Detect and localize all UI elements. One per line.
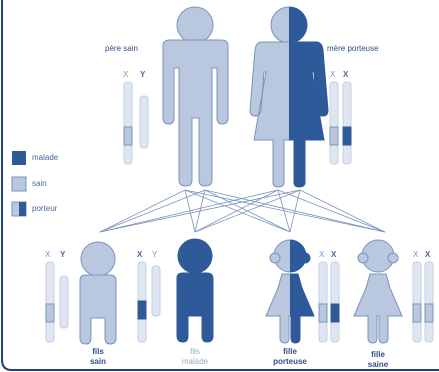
caption-daughter-healthy: fille saine (348, 350, 408, 370)
daughter-carrier-x1-letter: X (319, 250, 324, 259)
caption-son-healthy-line1: fils (68, 347, 128, 357)
daughter-healthy-x2-letter: X (425, 250, 430, 259)
daughter-healthy-x1-letter: X (413, 250, 418, 259)
legend-label-sain: sain (32, 179, 47, 188)
son-affected-chromosomes (138, 262, 160, 342)
mother-figure (250, 7, 328, 187)
legend-swatch-sain (12, 177, 26, 191)
mother-chromosomes (330, 82, 351, 164)
caption-son-affected-line2: malade (165, 357, 225, 367)
son-affected-figure (177, 239, 213, 342)
son-healthy-chromosomes (46, 262, 68, 342)
caption-son-healthy-line2: sain (68, 357, 128, 367)
caption-son-healthy: fils sain (68, 347, 128, 367)
mother-label: mère porteuse (327, 44, 379, 53)
caption-daughter-healthy-line2: saine (348, 360, 408, 370)
legend-label-malade: malade (32, 153, 58, 162)
father-label: père sain (105, 44, 138, 53)
inheritance-lines (100, 190, 385, 232)
caption-daughter-carrier-line1: fille (260, 347, 320, 357)
son-healthy-y-letter: Y (60, 250, 65, 259)
daughter-carrier-chromosomes (319, 262, 339, 342)
caption-daughter-healthy-line1: fille (348, 350, 408, 360)
son-healthy-figure (80, 242, 116, 344)
caption-daughter-carrier: fille porteuse (260, 347, 320, 367)
daughter-healthy-figure (354, 240, 402, 343)
father-chromosomes (124, 82, 148, 164)
daughter-healthy-chromosomes (413, 262, 433, 342)
caption-daughter-carrier-line2: porteuse (260, 357, 320, 367)
legend-label-porteur: porteur (32, 204, 57, 213)
daughter-carrier-figure (266, 240, 314, 343)
legend-swatch-malade (12, 151, 26, 165)
caption-son-affected-line1: fils (165, 347, 225, 357)
father-x-letter: X (123, 70, 128, 79)
father-y-letter: Y (140, 70, 145, 79)
son-affected-x-letter: X (137, 250, 142, 259)
father-figure (163, 7, 228, 186)
legend-swatches (12, 151, 26, 216)
son-affected-y-letter: Y (152, 250, 157, 259)
caption-son-affected: fils malade (165, 347, 225, 367)
daughter-carrier-x2-letter: X (331, 250, 336, 259)
son-healthy-x-letter: X (45, 250, 50, 259)
mother-x2-letter: X (343, 70, 348, 79)
mother-x1-letter: X (330, 70, 335, 79)
